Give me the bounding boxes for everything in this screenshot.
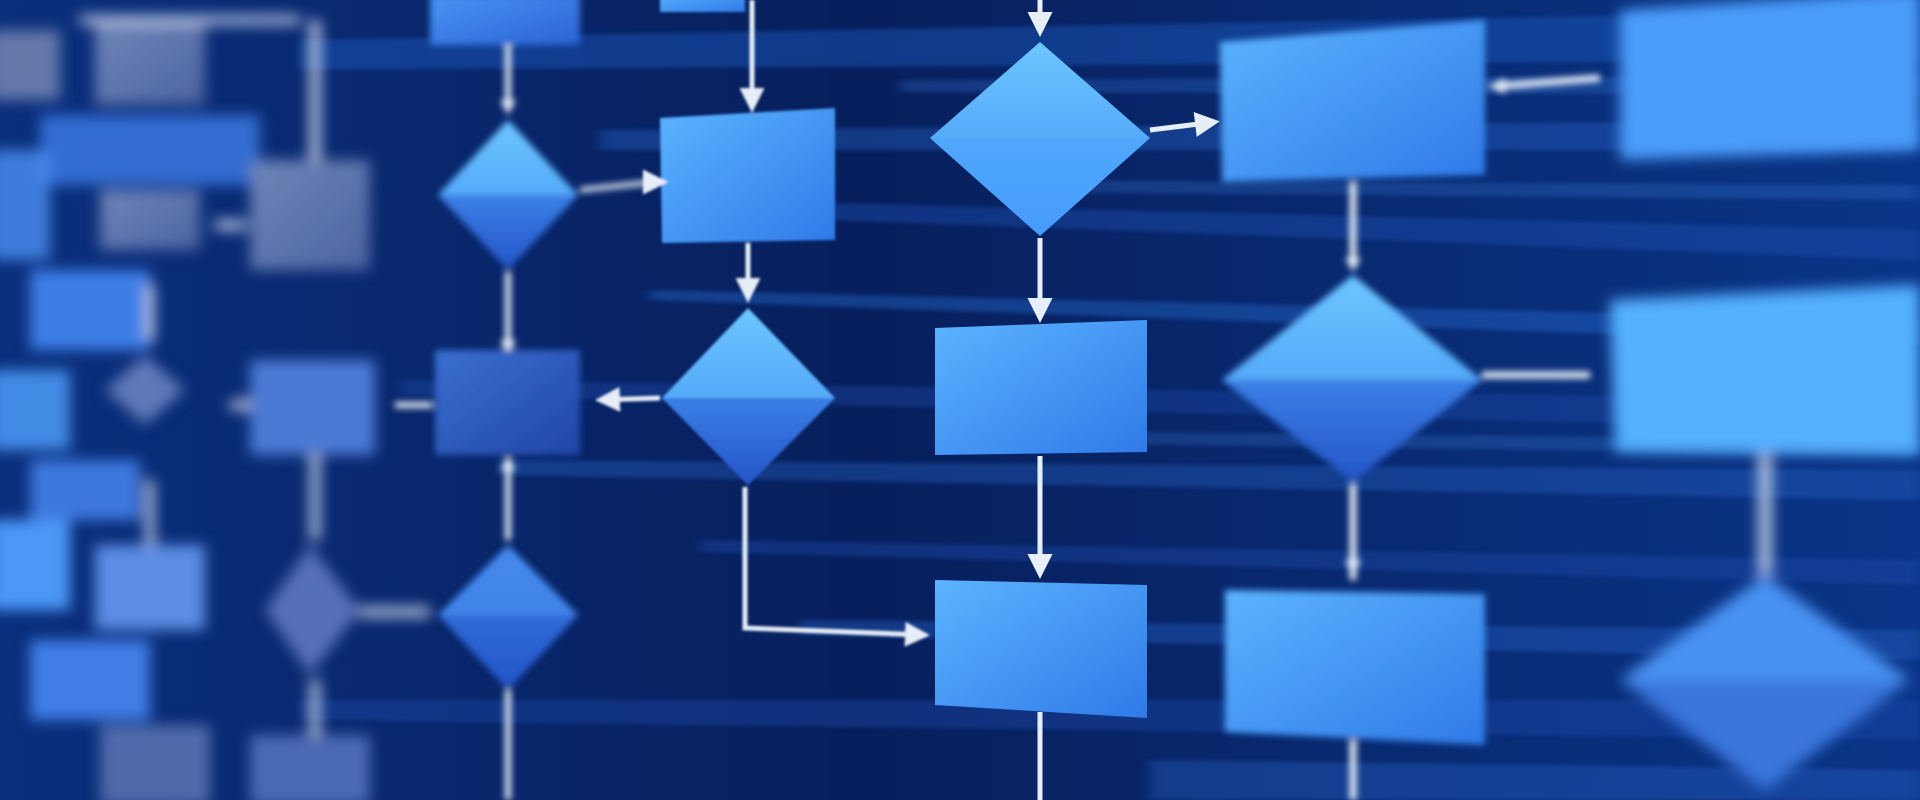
far-left-shapes — [0, 16, 430, 800]
left-mid-shapes — [395, 0, 656, 800]
far-right-shapes — [1610, 0, 1920, 790]
light-streaks — [300, 10, 1920, 800]
center-shapes — [930, 0, 1220, 800]
process-box-bottom — [935, 580, 1147, 718]
center-left-shapes — [595, 0, 930, 647]
right-mid-shapes — [1220, 20, 1601, 800]
process-box-middle — [935, 320, 1147, 455]
